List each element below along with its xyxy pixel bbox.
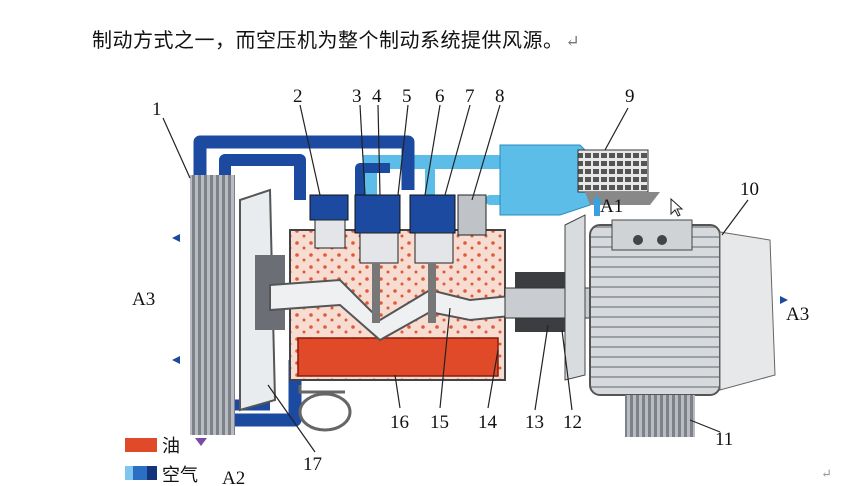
motor-base-fins <box>625 395 695 437</box>
legend-air-label: 空气 <box>162 465 198 486</box>
callout-17: 17 <box>303 454 322 475</box>
callout-5: 5 <box>402 86 412 107</box>
flow-arrows <box>172 195 788 446</box>
flow-label-a3-right: A3 <box>786 304 809 325</box>
callout-11: 11 <box>715 429 733 450</box>
legend: 油 空气 <box>125 436 198 486</box>
callout-4: 4 <box>372 86 382 107</box>
return-mark-icon: ↵ <box>565 32 581 52</box>
caption-text: 制动方式之一，而空压机为整个制动系统提供风源。↵ <box>92 28 581 52</box>
callout-2: 2 <box>293 86 303 107</box>
electric-motor <box>589 219 776 396</box>
cylinder-heads <box>309 194 487 323</box>
legend-oil-swatch <box>125 438 157 452</box>
flow-labels: A1 A2 A3 A3 <box>132 196 809 486</box>
flow-label-a1: A1 <box>600 196 623 217</box>
leader-lines <box>162 104 749 453</box>
callout-3: 3 <box>352 86 362 107</box>
callout-1: 1 <box>152 99 162 120</box>
oil-sump <box>297 337 499 377</box>
callout-12: 12 <box>563 412 582 433</box>
callout-13: 13 <box>525 412 544 433</box>
flow-label-a2: A2 <box>222 468 245 486</box>
cooling-fan <box>239 188 285 412</box>
callout-10: 10 <box>740 179 759 200</box>
radiator <box>190 175 235 435</box>
callout-14: 14 <box>478 412 498 433</box>
callout-8: 8 <box>495 86 505 107</box>
mouse-cursor-icon <box>670 197 684 217</box>
oil-loop <box>298 385 352 432</box>
callout-9: 9 <box>625 86 635 107</box>
coupling <box>504 214 596 381</box>
flow-label-a3-left: A3 <box>132 289 155 310</box>
callout-7: 7 <box>465 86 475 107</box>
legend-oil-label: 油 <box>162 436 180 457</box>
legend-air-swatch <box>125 466 133 480</box>
callout-numbers: 1 2 3 4 5 6 7 8 9 10 11 12 13 14 15 16 1… <box>152 86 759 475</box>
callout-15: 15 <box>430 412 449 433</box>
corner-return-mark-icon: ↵ <box>821 467 832 482</box>
air-filter <box>499 144 660 216</box>
callout-6: 6 <box>435 86 445 107</box>
callout-16: 16 <box>390 412 409 433</box>
